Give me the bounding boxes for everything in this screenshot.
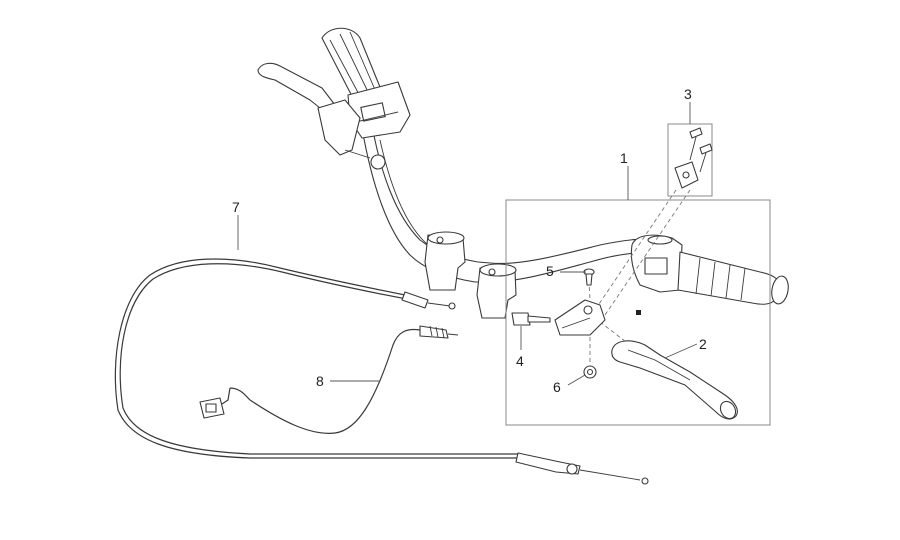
callout-1: 1	[620, 150, 628, 166]
handlebar-clamp-right	[476, 263, 517, 319]
leaders	[237, 102, 698, 386]
assembly-box-1	[505, 199, 771, 426]
part-3-screws-clamp	[674, 127, 713, 189]
left-switch-housing	[347, 81, 411, 139]
part-8-switch-wire	[199, 325, 459, 434]
callout-8: 8	[316, 373, 324, 389]
part-5-bolt	[583, 268, 595, 286]
left-grip	[321, 27, 383, 105]
handlebar-clamp-left	[424, 231, 466, 291]
marker-square	[636, 310, 641, 315]
callout-4: 4	[516, 353, 524, 369]
callout-5: 5	[546, 263, 554, 279]
right-grip	[677, 251, 789, 305]
left-brake-lever	[257, 62, 386, 170]
part-6-nut	[583, 365, 597, 379]
part-7-cable	[114, 258, 649, 485]
right-switch-housing	[630, 234, 683, 293]
part-4-adjuster	[511, 312, 551, 326]
callout-6: 6	[553, 379, 561, 395]
callout-7: 7	[232, 199, 240, 215]
lever-bracket	[554, 299, 606, 336]
callout-2: 2	[699, 336, 707, 352]
part-2-clutch-lever	[611, 340, 738, 420]
handlebar	[361, 124, 656, 283]
callout-3: 3	[684, 86, 692, 102]
